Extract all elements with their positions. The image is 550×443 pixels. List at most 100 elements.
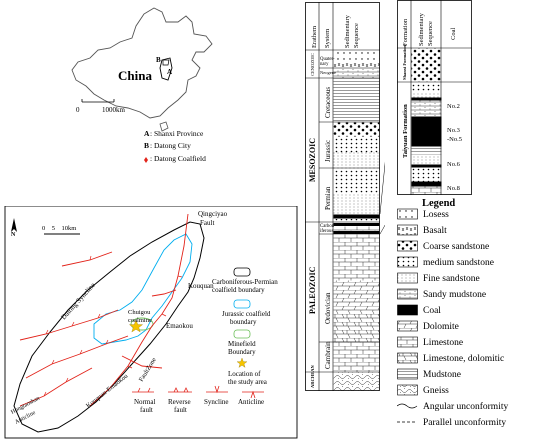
legend-item-coarse-sandstone: Coarse sandstone [423,242,490,252]
legend-datong-coalfield: : Datong Coalfield [150,154,206,163]
normal-fault-label-1: Normal [134,398,155,406]
legend-item-mudstone: Mudstone [423,370,461,380]
reverse-fault-label-2: fault [174,406,187,414]
swatch-coal [397,304,418,316]
system-jurassic: Jurassic [324,140,332,162]
legend-title: Legend [422,198,456,209]
swatch-gneiss [397,384,418,396]
hainan-outline [159,121,169,132]
swatch-limestone-dolomitic [397,352,418,364]
label-hongtaoshan: Hongtaoshan [10,396,41,416]
legend-star-icon [236,357,248,368]
swatch-coarse-sandstone [397,240,418,252]
normal-fault-icon [132,387,154,393]
legend-swatches [397,208,418,423]
map-scale-text: 0 5 10km [42,225,76,232]
swatch-basalt [397,224,418,236]
coalfield-marker-icon [144,157,148,163]
erathem-archean: ARCHEAN [310,364,315,388]
legend-item-limestone-dolomitic: Limestone, dolomitic [423,354,505,364]
swatch-dolomite [397,320,418,332]
legend-item-coal: Coal [423,306,441,316]
legend-item-loess: Losess [423,210,449,220]
legend-item-fine-sandstone: Fine sandstone [423,274,480,284]
swatch-angular-unconformity [397,403,418,409]
map-frame [4,206,298,439]
fault-ticks [43,255,183,397]
header-erathem: Erathem [311,26,318,48]
label-kouquan: Kouquan [188,282,214,290]
legend-box-carb-permian [233,267,251,277]
coal-no6: No.6 [447,161,461,168]
coal-no3: No.3 [447,127,460,134]
system-ordovician: Ordovician [324,292,332,324]
label-chuigou: Chuigou [128,309,151,316]
legend-key-b: B [144,141,149,150]
anticline-icon [242,390,264,399]
china-outline [71,7,213,119]
system-carboniferous: Carbon-iferous [320,224,336,234]
detail-header-coal: Coal [450,28,457,40]
swatch-fine-sandstone [397,272,418,284]
label-fault-zone: FaultZone [138,357,158,383]
erathem-cenozoic: CENOZOIC [310,53,315,76]
reverse-fault-label-1: Reverse [168,398,191,406]
north-arrow-icon: N [11,218,17,238]
legend-item-dolomite: Dolomite [423,322,459,332]
legend-carb-permian-text: Carboniferous-Permian coalfield boundary [212,278,279,294]
coalfield-map: N 0 5 10km Qingciyao Fault Kouquan Emaok… [4,206,298,439]
swatch-limestone [397,336,418,348]
legend-item-parallel-unconformity: Parallel unconformity [423,418,507,428]
legend-item-medium-sandstone: medium sandstone [423,258,494,268]
scale-distance: 1000km [102,106,126,114]
minefield-boundary [130,317,154,331]
normal-fault-label-2: fault [140,406,153,414]
legend-box-jurassic [233,299,251,309]
label-emaokou: Emaokou [166,322,193,330]
legend-key-a: A [144,129,150,138]
formation-shanxi: Shanxi Formation [402,45,407,80]
legend-jurassic-text: Jurassic coalfield boundary [222,310,272,326]
label-datong-syncline: Datong Syncline [60,281,97,321]
erathem-mesozoic: MESOZOIC [308,138,317,182]
study-area-star-icon [128,319,144,333]
anticline-label: Anticline [238,398,264,406]
legend-item-basalt: Basalt [423,226,447,236]
legend-minefield-text: Minefield Boundary [228,340,257,356]
system-permian: Permian [324,186,332,210]
syncline-icon [206,385,228,394]
scale-zero: 0 [76,106,80,114]
erathem-paleozoic: PALEOZOIC [308,266,317,314]
system-cambrain: Cambrain [324,341,332,369]
china-label: China [118,68,152,83]
jurassic-boundary [93,233,193,345]
legend-item-angular-unconformity: Angular unconformity [423,402,509,412]
carboniferous-permian-boundary [13,221,205,433]
north-label: N [11,232,16,238]
fault-lines [19,213,189,407]
legend-datong-city: : Datong City [150,141,191,150]
legend-shanxi: : Shanxi Province [150,129,204,138]
legend-item-limestone: Limestone [423,338,464,348]
swatch-sandy-mudstone [397,288,418,300]
system-neogene: Neogene [320,70,336,75]
label-kouquan-emaokou: Kouquan-Emaokou [85,372,130,409]
formation-taiyuan: Taiyuan Formation [402,104,409,158]
coal-no2: No.2 [447,103,460,110]
legend-item-gneiss: Gneiss [423,386,449,396]
china-index-map: China B A 0 1000km A : Shanxi Province B… [71,7,213,163]
legend-item-sandy-mudstone: Sandy mudstone [423,290,487,300]
swatch-medium-sandstone [397,256,418,268]
system-quaternary: Quater-nary [320,57,335,67]
legend-box-minefield [233,329,251,339]
label-qingciyao: Qingciyao [198,210,228,218]
reverse-fault-icon [168,387,192,393]
syncline-label: Syncline [204,398,229,406]
system-cretaceous: Cretaceous [324,87,332,118]
datong-outline [162,59,170,66]
label-coalmine: coalmine [128,317,152,324]
swatch-mudstone [397,368,418,380]
